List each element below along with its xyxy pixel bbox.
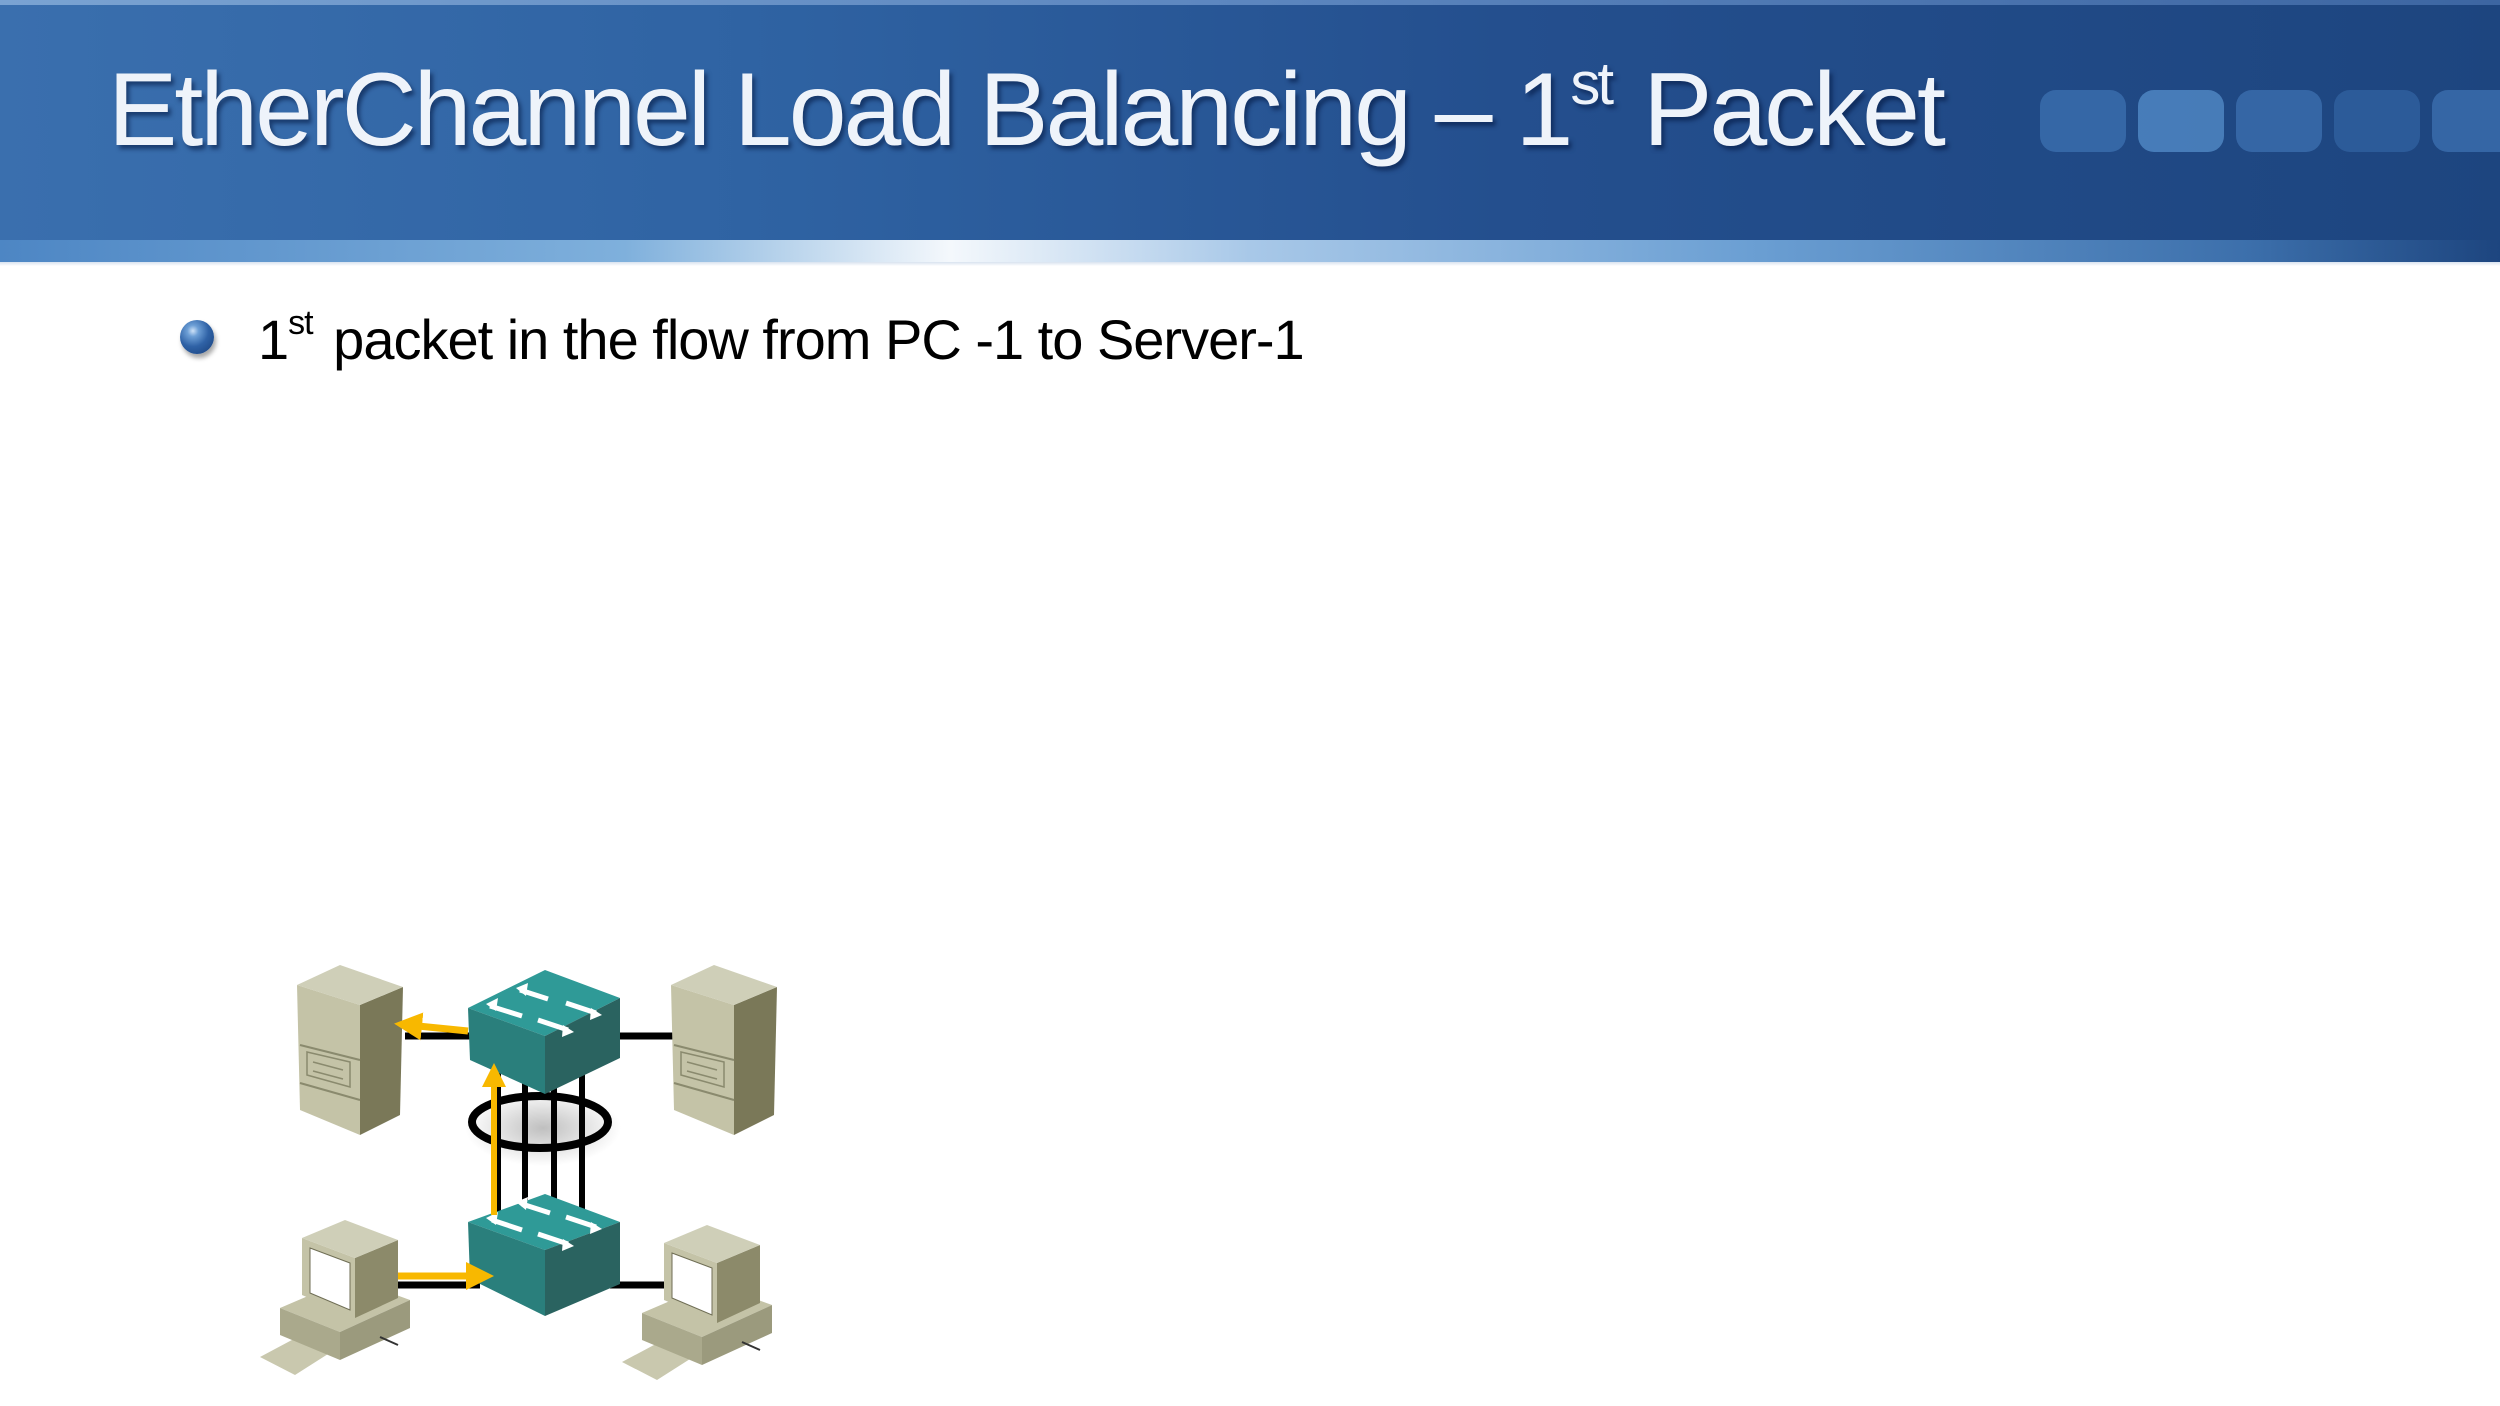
title-superscript: st (1570, 50, 1614, 117)
bullet-superscript: st (288, 304, 313, 342)
pc-drive-slot (741, 1341, 761, 1351)
switch-top-face (468, 1194, 620, 1250)
slide-title: EtherChannel Load Balancing – 1st Packet (108, 40, 1946, 180)
server-front (671, 985, 734, 1135)
server-side (734, 987, 777, 1135)
server-side (360, 987, 403, 1135)
server-1[interactable] (297, 965, 403, 1135)
bullet-body: packet in the flow from PC -1 to Server-… (318, 308, 1305, 371)
pc-monitor-top (302, 1220, 398, 1258)
pc-monitor-top (664, 1225, 760, 1263)
server-2[interactable] (671, 965, 777, 1135)
decoration-tile (2432, 90, 2500, 152)
switch-side-face (545, 998, 620, 1094)
switch-top-face (468, 970, 620, 1036)
pc-base-front (280, 1308, 340, 1360)
server-drive-slot (312, 1070, 344, 1080)
server-drive-slot (686, 1070, 718, 1080)
packet-arrow-switch-to-server1 (394, 1012, 469, 1041)
server-bay-line (673, 1082, 735, 1101)
server-top (671, 965, 777, 1005)
server-bay-line (673, 1044, 735, 1061)
bullet-icon (180, 320, 214, 354)
pc-screen (309, 1247, 351, 1311)
server-drive-panel (306, 1051, 351, 1088)
slide-header: EtherChannel Load Balancing – 1st Packet (0, 0, 2500, 266)
header-top-line (0, 0, 2500, 5)
title-main-text: EtherChannel Load Balancing – 1 (108, 52, 1573, 168)
pc-base-side (340, 1300, 410, 1360)
switch-front-face (468, 1222, 545, 1316)
decoration-tile (2334, 90, 2420, 152)
switch-arrows-icon (486, 1197, 602, 1251)
bullet-text: 1st packet in the flow from PC -1 to Ser… (258, 300, 1305, 380)
title-end-text: Packet (1617, 52, 1946, 168)
header-decoration-tiles (2040, 90, 2500, 152)
pc-drive-slot (379, 1336, 399, 1346)
header-highlight-strip (0, 240, 2500, 266)
bullet-prefix: 1 (258, 308, 289, 371)
server-bay-line (299, 1082, 361, 1101)
pc-1[interactable] (260, 1220, 410, 1375)
packet-path (394, 1012, 506, 1290)
server-top (297, 965, 403, 1005)
switch-bottom[interactable] (468, 1194, 620, 1316)
server-drive-slot (312, 1061, 344, 1071)
pc-screen (671, 1252, 713, 1316)
decoration-tile (2138, 90, 2224, 152)
pc-base-front (642, 1313, 702, 1365)
pc-base-side (702, 1305, 772, 1365)
etherchannel-ring (468, 1092, 612, 1152)
server-drive-panel (680, 1051, 725, 1088)
pc-monitor-side (355, 1240, 398, 1318)
decoration-tile (2040, 90, 2126, 152)
pc-2[interactable] (622, 1225, 772, 1380)
server-front (297, 985, 360, 1135)
server-bay-line (299, 1044, 361, 1061)
switch-top[interactable] (468, 970, 620, 1094)
pc-monitor-side (717, 1245, 760, 1323)
switch-arrows-icon (486, 983, 602, 1037)
decoration-tile (2236, 90, 2322, 152)
server-drive-slot (686, 1061, 718, 1071)
network-diagram (260, 965, 777, 1380)
switch-front-face (468, 1008, 545, 1094)
